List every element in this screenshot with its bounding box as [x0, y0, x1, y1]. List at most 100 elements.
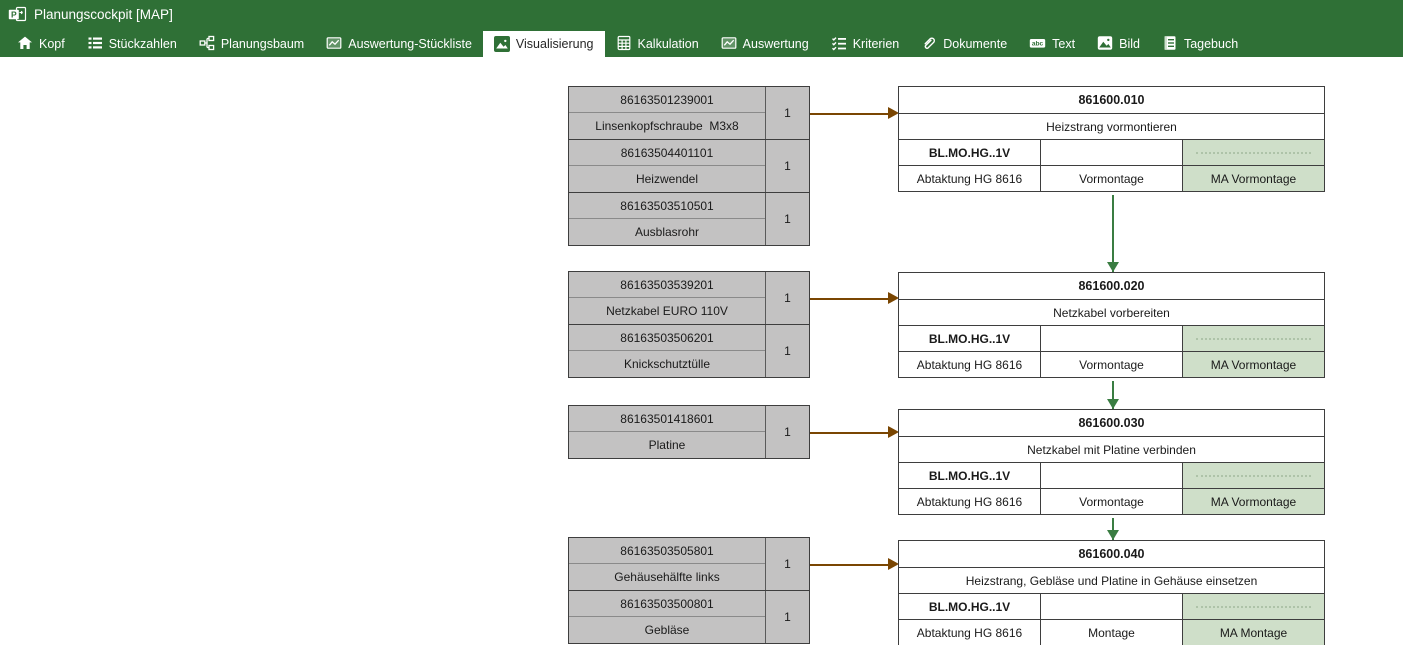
operation-id: 861600.030: [1078, 416, 1145, 430]
operation-empty-cell: [1040, 463, 1182, 488]
operation-empty-cell: [1040, 594, 1182, 619]
app-icon: P: [8, 6, 27, 23]
parts-group[interactable]: 86163501418601 1 Platine: [568, 405, 810, 459]
operation-name: Heizstrang, Gebläse und Platine in Gehäu…: [899, 567, 1324, 593]
operation-code: BL.MO.HG..1V: [928, 145, 1011, 160]
part-qty-cell: 1: [765, 325, 809, 377]
tab-planungsbaum[interactable]: Planungsbaum: [188, 31, 315, 57]
parts-flow-arrow: [810, 107, 899, 120]
operation-resource-empty-cell: [1182, 326, 1324, 351]
parts-flow-arrow: [810, 558, 899, 571]
part-item: 86163503510501 1 Ausblasrohr: [568, 192, 810, 246]
parts-flow-arrow: [810, 292, 899, 305]
tab-text[interactable]: abc Text: [1018, 31, 1086, 57]
operation-box[interactable]: 861600.010 Heizstrang vormontieren BL.MO…: [898, 86, 1325, 192]
operation-resource-empty-cell: [1182, 594, 1324, 619]
part-name-cell: Linsenkopfschraube M3x8: [595, 119, 739, 133]
operation-code: BL.MO.HG..1V: [928, 599, 1011, 614]
tab-bar: Kopf Stückzahlen Planungsbaum Auswertung…: [0, 29, 1403, 57]
calculator-icon: [616, 35, 632, 54]
operation-area: Vormontage: [1040, 352, 1182, 377]
part-name-cell: Heizwendel: [635, 172, 699, 186]
tab-tagebuch[interactable]: Tagebuch: [1151, 31, 1249, 57]
tab-visualisierung[interactable]: Visualisierung: [482, 31, 605, 57]
operation-name: Netzkabel mit Platine verbinden: [899, 436, 1324, 462]
part-item: 86163503506201 1 Knickschutztülle: [568, 324, 810, 378]
part-name-cell: Netzkabel EURO 110V: [606, 304, 728, 318]
part-number-cell: 86163503539201: [569, 272, 765, 298]
chart-icon: [721, 35, 737, 54]
book-icon: [1162, 35, 1178, 54]
operation-code: BL.MO.HG..1V: [928, 468, 1011, 483]
operation-resource: MA Montage: [1182, 620, 1324, 645]
window-titlebar: P Planungscockpit [MAP]: [0, 0, 1403, 29]
operation-workcenter: Abtaktung HG 8616: [916, 625, 1023, 640]
svg-text:P: P: [11, 9, 17, 19]
operation-workcenter: Abtaktung HG 8616: [916, 357, 1023, 372]
tab-auswertung[interactable]: Auswertung: [710, 31, 820, 57]
part-item: 86163503500801 1 Gebläse: [568, 590, 810, 644]
tab-label: Auswertung-Stückliste: [348, 37, 472, 51]
operation-box[interactable]: 861600.020 Netzkabel vorbereiten BL.MO.H…: [898, 272, 1325, 378]
part-name-cell: Gebläse: [644, 623, 690, 637]
operation-area: Vormontage: [1040, 489, 1182, 514]
operation-empty-cell: [1040, 140, 1182, 165]
chart-icon: [326, 35, 342, 54]
tab-label: Kalkulation: [637, 37, 699, 51]
part-qty-cell: 1: [765, 272, 809, 324]
window-title: Planungscockpit [MAP]: [34, 7, 173, 22]
operation-id: 861600.010: [1078, 93, 1145, 107]
part-name-cell: Knickschutztülle: [623, 357, 711, 371]
part-qty-cell: 1: [765, 87, 809, 139]
paperclip-icon: [921, 35, 937, 54]
tree-icon: [199, 35, 215, 54]
tab-label: Text: [1052, 37, 1076, 51]
operation-area: Montage: [1040, 620, 1182, 645]
tab-kriterien[interactable]: Kriterien: [820, 31, 911, 57]
part-item: 86163504401101 1 Heizwendel: [568, 139, 810, 193]
operation-box[interactable]: 861600.040 Heizstrang, Gebläse und Plati…: [898, 540, 1325, 645]
part-name-cell: Gehäusehälfte links: [614, 570, 720, 584]
tab-auswertung-stueckliste[interactable]: Auswertung-Stückliste: [315, 31, 483, 57]
parts-flow-arrow: [810, 426, 899, 439]
operation-workcenter: Abtaktung HG 8616: [916, 171, 1023, 186]
part-item: 86163501418601 1 Platine: [568, 405, 810, 459]
parts-group[interactable]: 86163503539201 1 Netzkabel EURO 110V 861…: [568, 271, 810, 378]
operation-resource-empty-cell: [1182, 140, 1324, 165]
part-number-cell: 86163504401101: [569, 140, 765, 166]
tab-kopf[interactable]: Kopf: [6, 31, 76, 57]
operation-resource: MA Vormontage: [1182, 489, 1324, 514]
part-qty-cell: 1: [765, 538, 809, 590]
operation-area: Vormontage: [1040, 166, 1182, 191]
part-name-cell: Platine: [648, 438, 686, 452]
tab-dokumente[interactable]: Dokumente: [910, 31, 1018, 57]
part-qty-cell: 1: [765, 406, 809, 458]
operation-resource: MA Vormontage: [1182, 352, 1324, 377]
tab-stueckzahlen[interactable]: Stückzahlen: [76, 31, 188, 57]
part-item: 86163501239001 1 Linsenkopfschraube M3x8: [568, 86, 810, 140]
tab-label: Planungsbaum: [220, 37, 305, 51]
tab-label: Kopf: [39, 37, 65, 51]
operation-resource-empty-cell: [1182, 463, 1324, 488]
operation-empty-cell: [1040, 326, 1182, 351]
tab-bild[interactable]: Bild: [1086, 31, 1151, 57]
operation-name: Heizstrang vormontieren: [899, 113, 1324, 139]
operation-name: Netzkabel vorbereiten: [899, 299, 1324, 325]
part-item: 86163503505801 1 Gehäusehälfte links: [568, 537, 810, 591]
part-number-cell: 86163503505801: [569, 538, 765, 564]
image-icon: [493, 36, 510, 52]
tab-label: Auswertung: [742, 37, 809, 51]
tab-label: Stückzahlen: [108, 37, 177, 51]
tab-label: Visualisierung: [515, 37, 594, 51]
tab-label: Kriterien: [852, 37, 900, 51]
tab-kalkulation[interactable]: Kalkulation: [605, 31, 710, 57]
tab-label: Tagebuch: [1183, 37, 1239, 51]
part-number-cell: 86163503510501: [569, 193, 765, 219]
parts-group[interactable]: 86163501239001 1 Linsenkopfschraube M3x8…: [568, 86, 810, 246]
parts-group[interactable]: 86163503505801 1 Gehäusehälfte links 861…: [568, 537, 810, 644]
abc-icon: abc: [1029, 35, 1046, 54]
svg-text:abc: abc: [1032, 40, 1044, 47]
part-item: 86163503539201 1 Netzkabel EURO 110V: [568, 271, 810, 325]
operation-box[interactable]: 861600.030 Netzkabel mit Platine verbind…: [898, 409, 1325, 515]
part-qty-cell: 1: [765, 140, 809, 192]
